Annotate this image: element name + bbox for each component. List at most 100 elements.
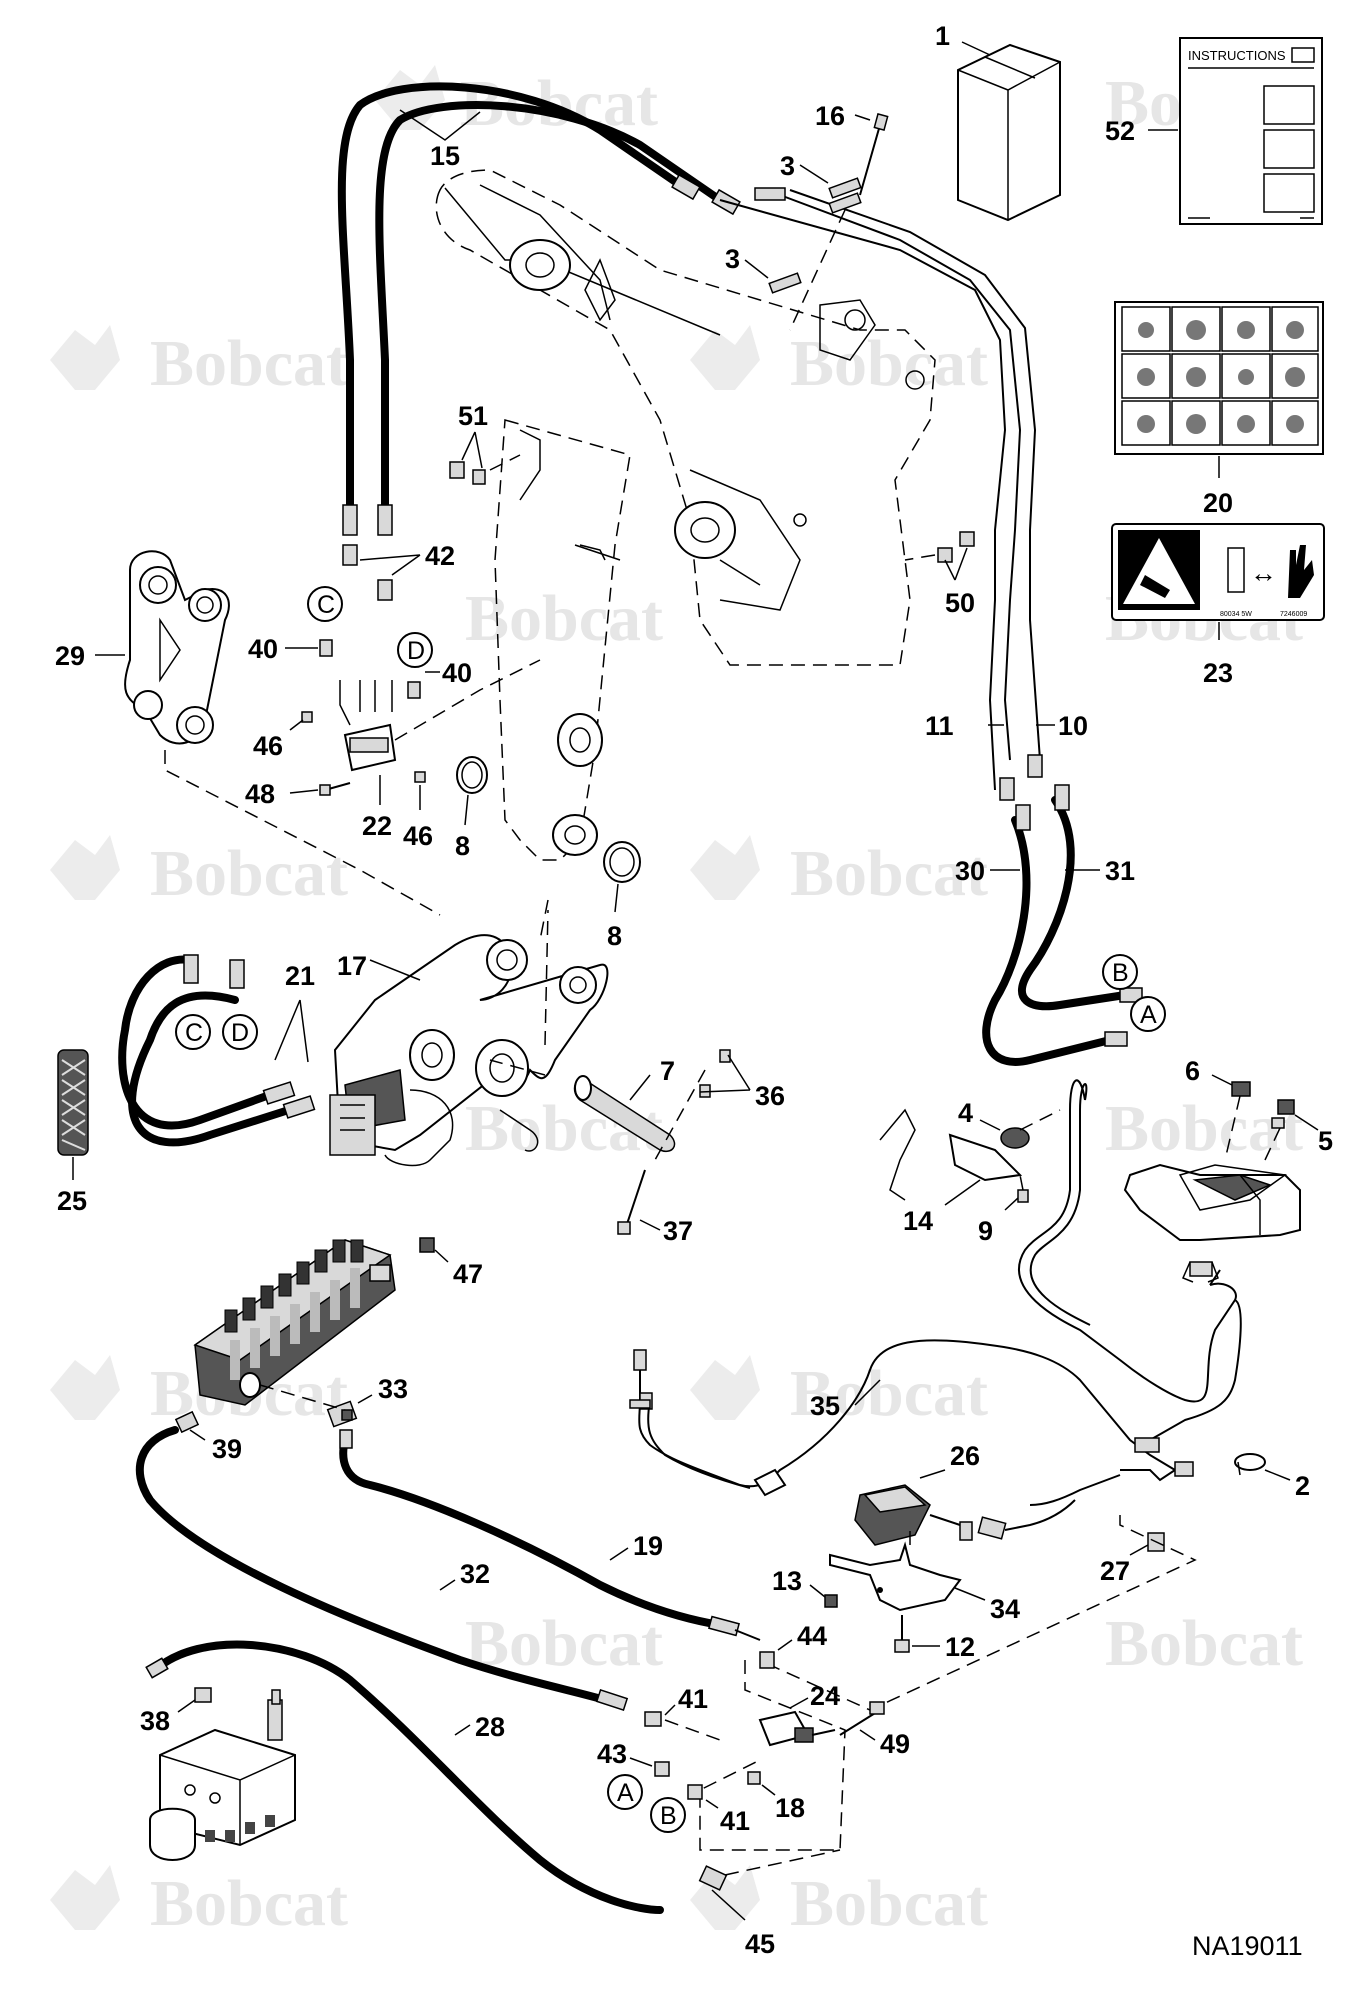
instructions-sheet: INSTRUCTIONS 52	[1105, 37, 1323, 225]
watermark-logo	[50, 835, 120, 900]
watermark-logo	[690, 835, 760, 900]
spacer-3-lower: 3	[725, 209, 846, 331]
manual-decal-label: 20	[1203, 488, 1233, 518]
hoses-30-31: 30 31 B A	[955, 784, 1166, 1066]
callout-15: 15	[430, 141, 460, 171]
callout-3-lower: 3	[725, 244, 740, 274]
callout-24: 24	[810, 1681, 840, 1711]
oring-8-left: 8	[455, 756, 488, 861]
warning-decal-code-left: 80034 5W	[1220, 611, 1252, 618]
clamp-50: 50	[904, 531, 975, 618]
callout-46-left: 46	[253, 731, 283, 761]
watermark-logo	[50, 1865, 120, 1930]
arm-outline	[494, 419, 631, 861]
fitting-33: 33	[259, 1374, 408, 1428]
watermark-text: Bobcat	[150, 837, 348, 910]
fitting-39: 39	[174, 1410, 242, 1464]
valve-24: 24	[699, 1660, 846, 1851]
callout-14: 14	[903, 1206, 933, 1236]
console	[1123, 1163, 1301, 1283]
callout-5: 5	[1318, 1126, 1333, 1156]
watermark-text: Bobcat	[150, 1867, 348, 1940]
screw-9: 9	[978, 1174, 1029, 1246]
connection-markers-bottom: A B	[607, 1774, 686, 1833]
callout-43: 43	[597, 1739, 627, 1769]
watermark-text: Bobcat	[150, 327, 348, 400]
callout-31: 31	[1105, 856, 1135, 886]
switch-5: 5	[1264, 1099, 1333, 1161]
nut-46-right: 46	[403, 771, 433, 851]
harness-35: 35	[629, 1079, 1242, 1506]
callout-35: 35	[810, 1391, 840, 1421]
boom-outline	[435, 169, 936, 666]
nut-13: 13	[772, 1566, 838, 1608]
callout-16: 16	[815, 101, 845, 131]
fitting-41-upper: 41	[644, 1684, 721, 1741]
fitting-45: 45	[698, 1849, 841, 1959]
bolt-46-left: 46	[253, 711, 313, 761]
connection-marker-d-hose: D	[231, 1019, 249, 1047]
callout-49: 49	[880, 1729, 910, 1759]
bolt-49: 49	[839, 1701, 910, 1759]
callout-51: 51	[458, 401, 488, 431]
callout-38: 38	[140, 1706, 170, 1736]
coupler-17: 17	[329, 934, 609, 1167]
warning-decal: ↔ 80034 5W 7246009 23	[1111, 523, 1325, 688]
connection-marker-b: B	[1112, 959, 1129, 987]
callout-4: 4	[958, 1098, 973, 1128]
grommet-4: 4	[958, 1098, 1061, 1149]
callout-10: 10	[1058, 711, 1088, 741]
fitting-43: 43	[597, 1739, 670, 1777]
watermarks: Bobcat Bobcat Bobcat Bobcat Bobcat Bobca…	[50, 65, 1303, 1940]
callout-47: 47	[453, 1259, 483, 1289]
watermark-text: Bobcat	[790, 1867, 988, 1940]
callout-41-upper: 41	[678, 1684, 708, 1714]
callout-41-lower: 41	[720, 1806, 750, 1836]
callout-50: 50	[945, 588, 975, 618]
warning-decal-code-right: 7246009	[1280, 611, 1307, 618]
aux-valve-block	[149, 1689, 296, 1861]
connection-marker-a-bottom: A	[617, 1779, 634, 1807]
callout-37: 37	[663, 1216, 693, 1246]
callout-26: 26	[950, 1441, 980, 1471]
callout-48: 48	[245, 779, 275, 809]
pin-36: 36	[654, 1049, 785, 1161]
kit-box: 1	[935, 21, 1061, 222]
screw-12: 12	[894, 1615, 975, 1662]
callout-18: 18	[775, 1793, 805, 1823]
bolt-48: 48	[245, 779, 351, 809]
tubes-10-11: 11 10	[719, 187, 1088, 801]
manual-decal: 20	[1114, 301, 1324, 518]
hose-19: 19	[339, 1429, 761, 1641]
instructions-title: INSTRUCTIONS	[1188, 48, 1286, 63]
callout-8-right: 8	[607, 921, 622, 951]
clamp-51: 51	[449, 401, 521, 485]
watermark-logo	[690, 325, 760, 390]
callout-33: 33	[378, 1374, 408, 1404]
callout-25: 25	[57, 1186, 87, 1216]
callout-19: 19	[633, 1531, 663, 1561]
arrow-symbol: ↔	[1250, 558, 1277, 588]
callout-46-right: 46	[403, 821, 433, 851]
watermark-logo	[690, 1355, 760, 1420]
callout-9: 9	[978, 1216, 993, 1246]
fitting-38: 38	[140, 1687, 212, 1736]
watermark-logo	[50, 325, 120, 390]
connection-marker-d: D	[407, 637, 425, 665]
watermark-logo	[50, 1355, 120, 1420]
watermark-text: Bobcat	[1105, 1607, 1303, 1680]
manifold-22: 22	[339, 659, 541, 841]
fitting-41-lower: 41	[687, 1784, 750, 1836]
hose-15: 15	[337, 82, 741, 536]
fitting-44: 44	[759, 1621, 827, 1669]
callout-40-right: 40	[442, 658, 472, 688]
bracket-14: 14	[879, 1108, 1023, 1236]
callout-3-top: 3	[780, 151, 795, 181]
oring-8-right: 8	[603, 841, 641, 951]
callout-30: 30	[955, 856, 985, 886]
sleeve-25: 25	[57, 1049, 89, 1216]
kit-box-label: 1	[935, 21, 950, 51]
bolt-37: 37	[539, 899, 693, 1246]
fittings-42: 42	[342, 541, 455, 601]
